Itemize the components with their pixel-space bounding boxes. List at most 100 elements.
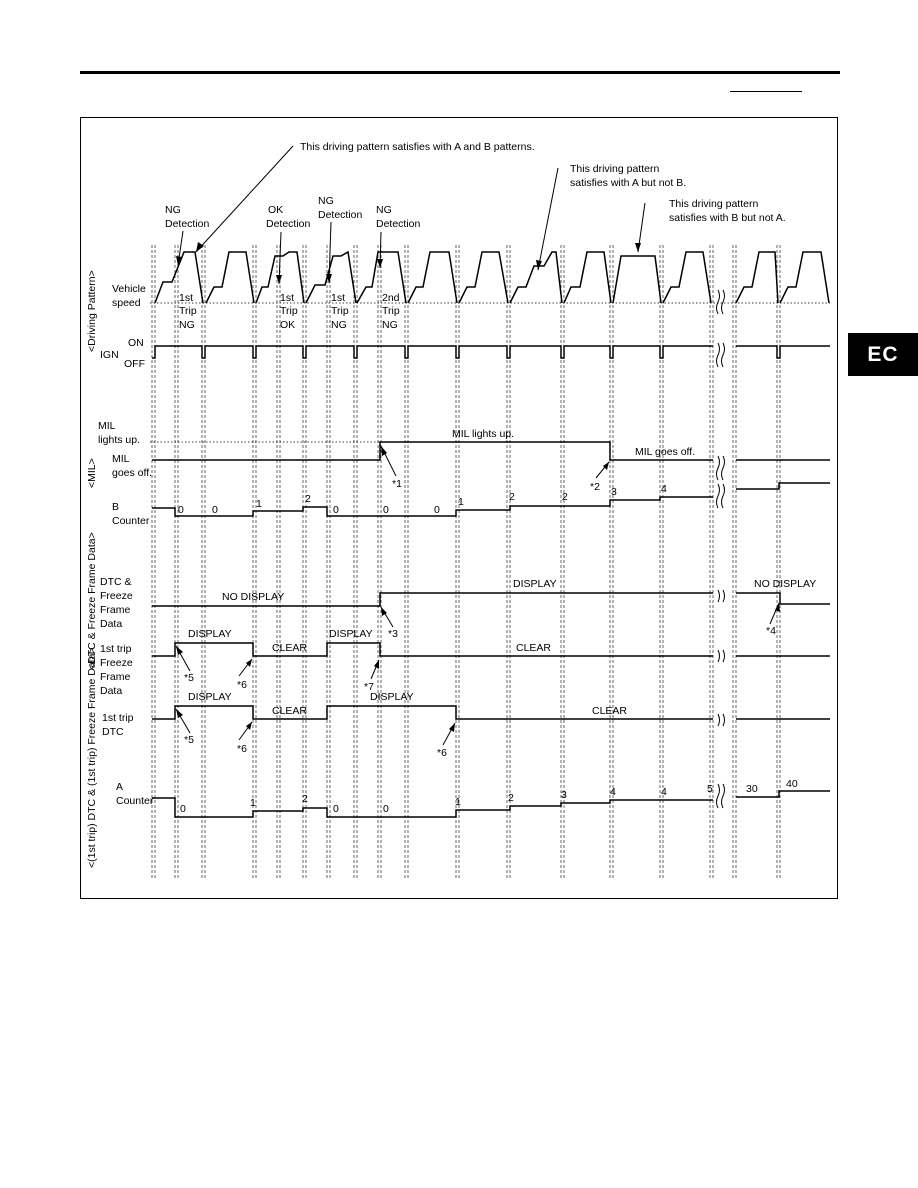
note-marker: *4: [766, 625, 776, 637]
detection-label: Detection: [165, 218, 210, 230]
arrow-heads: [176, 242, 780, 732]
row-label-freeze: Data: [100, 685, 122, 697]
trip-label: NG: [179, 319, 195, 331]
a-counter-value: 30: [746, 783, 758, 795]
state-label-no-display: NO DISPLAY: [754, 578, 816, 590]
a-counter-value: 1: [455, 796, 461, 808]
b-counter-value: 2: [305, 493, 311, 505]
callout-a-not-b-line2: satisfies with A but not B.: [570, 177, 686, 189]
row-label-freeze: Frame: [100, 671, 130, 683]
row-label-freeze: Freeze: [100, 657, 133, 669]
note-marker: *6: [237, 743, 247, 755]
row-label-a-counter: Counter: [116, 795, 154, 807]
row-label-dtc: DTC &: [100, 576, 132, 588]
row-label-mil-up: lights up.: [98, 434, 140, 446]
note-marker: *5: [184, 734, 194, 746]
row-label-ign: IGN: [100, 349, 119, 361]
state-label-clear: CLEAR: [516, 642, 551, 654]
b-counter-value: 2: [509, 491, 515, 503]
row-label-first-trip-dtc: 1st trip: [102, 712, 134, 724]
trip-label: NG: [331, 319, 347, 331]
detection-label: NG: [165, 204, 181, 216]
header-short-rule: [730, 91, 802, 92]
a-counter-value: 5: [707, 783, 713, 795]
trip-guide-lines: [151, 245, 781, 878]
a-counter-value: 4: [610, 786, 616, 798]
break-marks: [716, 289, 725, 809]
note-marker: *2: [590, 481, 600, 493]
trip-label: 1st: [179, 292, 193, 304]
mil-trace: [152, 441, 830, 461]
state-label-clear: CLEAR: [272, 705, 307, 717]
b-counter-value: 0: [178, 504, 184, 516]
a-counter-value: 3: [561, 789, 567, 801]
vehicle-speed-trace: [154, 250, 830, 304]
state-label-display: DISPLAY: [329, 628, 373, 640]
side-label-first-trip: <(1st trip) DTC & (1st trip) Freeze Fram…: [86, 647, 98, 868]
row-label-freeze: 1st trip: [100, 643, 132, 655]
trip-label: Trip: [331, 305, 349, 317]
a-counter-trace: [152, 790, 830, 818]
a-counter-value: 2: [508, 792, 514, 804]
b-counter-value: 0: [333, 504, 339, 516]
a-counter-value: 0: [180, 803, 186, 815]
side-section-labels: <Driving Pattern> <MIL> <DTC & Freeze Fr…: [86, 270, 98, 868]
trip-label: Trip: [382, 305, 400, 317]
row-label-b-counter: B: [112, 501, 119, 513]
trip-label: NG: [382, 319, 398, 331]
a-counter-value: 1: [250, 797, 256, 809]
a-counter-value: 2: [302, 793, 308, 805]
trip-label: Trip: [280, 305, 298, 317]
state-label-display: DISPLAY: [188, 628, 232, 640]
diagram-frame: [80, 117, 838, 899]
header-rule: [80, 71, 840, 74]
b-counter-value: 0: [434, 504, 440, 516]
state-label-clear: CLEAR: [272, 642, 307, 654]
callout-b-not-a-line1: This driving pattern: [669, 198, 758, 210]
note-marker: *7: [364, 681, 374, 693]
detection-label: Detection: [376, 218, 421, 230]
b-counter-value: 4: [661, 483, 667, 495]
b-counter-value: 2: [562, 491, 568, 503]
detection-label: Detection: [266, 218, 311, 230]
callout-b-not-a-line2: satisfies with B but not A.: [669, 212, 786, 224]
ign-trace: [152, 345, 830, 359]
state-label-clear: CLEAR: [592, 705, 627, 717]
side-label-driving-pattern: <Driving Pattern>: [86, 270, 98, 352]
detection-label: NG: [318, 195, 334, 207]
note-marker: *5: [184, 672, 194, 684]
row-label-mil-off: goes off.: [112, 467, 152, 479]
row-label-mil-off: MIL: [112, 453, 130, 465]
b-counter-value: 0: [212, 504, 218, 516]
row-label-b-counter: Counter: [112, 515, 150, 527]
row-label-vehicle: speed: [112, 297, 141, 309]
callout-a-not-b-line1: This driving pattern: [570, 163, 659, 175]
trip-label: 1st: [280, 292, 294, 304]
detection-label: OK: [268, 204, 283, 216]
callout-ab-pattern: This driving pattern satisfies with A an…: [300, 141, 535, 153]
row-label-vehicle: Vehicle: [112, 283, 146, 295]
section-tab-ec[interactable]: EC: [848, 333, 918, 376]
state-label-display: DISPLAY: [370, 691, 414, 703]
state-label-mil-goes-off: MIL goes off.: [635, 446, 695, 458]
row-label-dtc: Frame: [100, 604, 130, 616]
a-counter-value: 0: [383, 803, 389, 815]
trip-label: 1st: [331, 292, 345, 304]
row-label-dtc: Data: [100, 618, 122, 630]
note-marker: *6: [237, 679, 247, 691]
b-counter-trace: [152, 482, 830, 517]
state-label-display: DISPLAY: [188, 691, 232, 703]
first-trip-freeze-trace: [152, 642, 830, 657]
trip-label: Trip: [179, 305, 197, 317]
b-counter-value: 1: [458, 496, 464, 508]
a-counter-value: 0: [333, 803, 339, 815]
b-counter-value: 3: [611, 486, 617, 498]
first-trip-dtc-trace: [152, 705, 830, 720]
trip-label: OK: [280, 319, 295, 331]
row-label-mil-up: MIL: [98, 420, 116, 432]
row-label-a-counter: A: [116, 781, 123, 793]
row-label-dtc: Freeze: [100, 590, 133, 602]
row-label-first-trip-dtc: DTC: [102, 726, 124, 738]
row-label-ign-off: OFF: [124, 358, 145, 370]
